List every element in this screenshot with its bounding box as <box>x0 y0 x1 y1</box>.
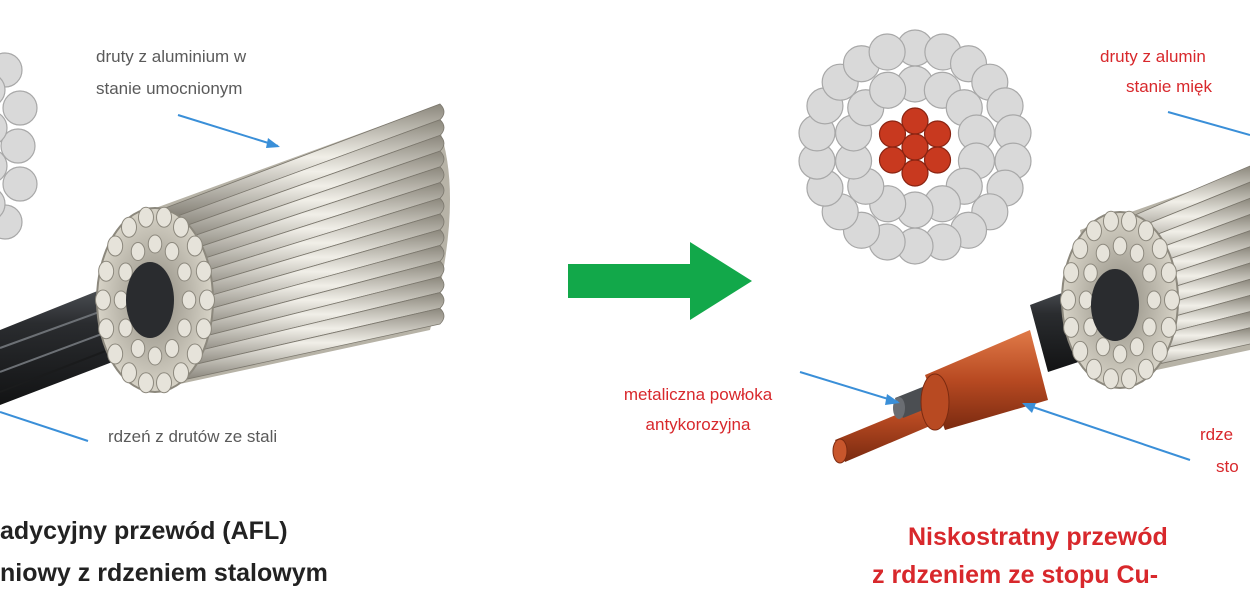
right-coating-leader <box>799 371 899 403</box>
left-wires-label-line2: stanie umocnionym <box>96 79 243 98</box>
left-caption-line2: niowy z rdzeniem stalowym <box>0 559 328 587</box>
right-core-label-line2: sto <box>1216 457 1239 476</box>
disc-wire <box>1063 262 1080 284</box>
disc-wire <box>137 206 154 228</box>
disc-wire <box>1129 337 1145 357</box>
left-core-leader <box>0 411 89 442</box>
disc-wire <box>173 362 189 384</box>
disc-wire <box>1063 316 1080 338</box>
disc-wire <box>1086 358 1102 380</box>
transition-arrow <box>568 242 752 320</box>
disc-wire <box>1138 358 1154 380</box>
right-coating-leader-arrowhead <box>885 394 900 405</box>
disc-wire <box>1151 340 1168 362</box>
disc-wire <box>147 346 163 366</box>
disc-wire <box>1072 340 1089 362</box>
disc-wire <box>121 216 137 238</box>
core-wire <box>901 107 929 135</box>
left-wires-leader-arrowhead <box>266 138 280 148</box>
disc-wire <box>98 260 115 282</box>
disc-wire <box>164 242 180 262</box>
aluminium-strand <box>159 307 445 386</box>
disc-wire <box>95 289 111 311</box>
disc-wire <box>113 290 129 310</box>
disc-wire <box>177 262 192 282</box>
left-wires-label-line1: druty z aluminium w <box>96 47 247 66</box>
disc-wire <box>1160 262 1177 284</box>
disc-wire <box>1121 368 1138 390</box>
disc-wire <box>173 216 189 238</box>
disc-wire <box>1146 290 1162 310</box>
disc-wire <box>1072 238 1089 260</box>
right-coating-label-line2: antykorozyjna <box>645 415 751 434</box>
disc-wire <box>164 338 180 358</box>
aluminium-wire <box>868 33 906 71</box>
disc-wire <box>1095 243 1111 263</box>
disc-wire <box>107 343 124 365</box>
disc-wire <box>130 338 146 358</box>
aluminium-wire <box>869 71 907 109</box>
disc-wire <box>1160 316 1177 338</box>
disc-wire <box>1086 220 1102 242</box>
right-cross-section <box>798 29 1032 265</box>
right-cable <box>832 165 1250 464</box>
core-wire <box>923 146 952 174</box>
disc-wire <box>1102 210 1119 232</box>
disc-wire <box>156 206 173 228</box>
disc-wire <box>1112 236 1128 256</box>
disc-wire <box>1060 289 1076 311</box>
core-wire <box>901 159 929 187</box>
disc-wire <box>1083 263 1098 283</box>
disc-wire <box>156 372 173 394</box>
left-cross-section <box>0 52 38 240</box>
disc-wire <box>1129 243 1145 263</box>
disc-wire <box>1112 344 1128 364</box>
core-wire <box>923 120 952 148</box>
disc-wire <box>195 318 212 340</box>
core-wire <box>878 146 907 174</box>
disc-wire <box>181 290 197 310</box>
disc-wire <box>1102 368 1119 390</box>
disc-wire <box>1078 290 1094 310</box>
disc-wire <box>107 235 124 257</box>
disc-wire <box>121 362 137 384</box>
disc-wire <box>98 318 115 340</box>
disc-wire <box>1164 289 1180 311</box>
right-coating-label-line1: metaliczna powłoka <box>623 385 773 404</box>
disc-wire <box>1138 220 1154 242</box>
disc-wire <box>1142 317 1157 337</box>
core-wire <box>878 120 907 148</box>
disc-wire <box>147 234 163 254</box>
right-core-leader-arrowhead <box>1022 403 1036 413</box>
left-cable <box>0 103 450 405</box>
disc-wire <box>1151 238 1168 260</box>
left-wires-leader <box>177 114 279 147</box>
right-core-label-line1: rdze <box>1200 425 1234 444</box>
disc-wire <box>118 262 133 282</box>
disc-wire <box>199 289 215 311</box>
core-wire <box>901 133 929 161</box>
left-core-label: rdzeń z drutów ze stali <box>108 427 278 446</box>
right-wires-label-line2: stanie mięk <box>1126 77 1212 96</box>
left-caption-line1: adycyjny przewód (AFL) <box>0 517 288 545</box>
right-wires-leader <box>1167 111 1250 136</box>
right-core-leader <box>1023 403 1191 461</box>
disc-wire <box>130 242 146 262</box>
disc-wire <box>186 235 203 257</box>
disc-wire <box>1142 263 1157 283</box>
disc-wire <box>177 318 192 338</box>
disc-wire <box>1095 337 1111 357</box>
right-wires-label-line1: druty z alumin <box>1100 47 1206 66</box>
disc-wire <box>186 343 203 365</box>
disc-wire <box>137 372 154 394</box>
disc-wire <box>195 260 212 282</box>
right-caption-line1: Niskostratny przewód <box>908 523 1168 551</box>
disc-wire <box>118 318 133 338</box>
disc-wire <box>1121 210 1138 232</box>
right-caption-line2: z rdzeniem ze stopu Cu- <box>872 561 1159 589</box>
